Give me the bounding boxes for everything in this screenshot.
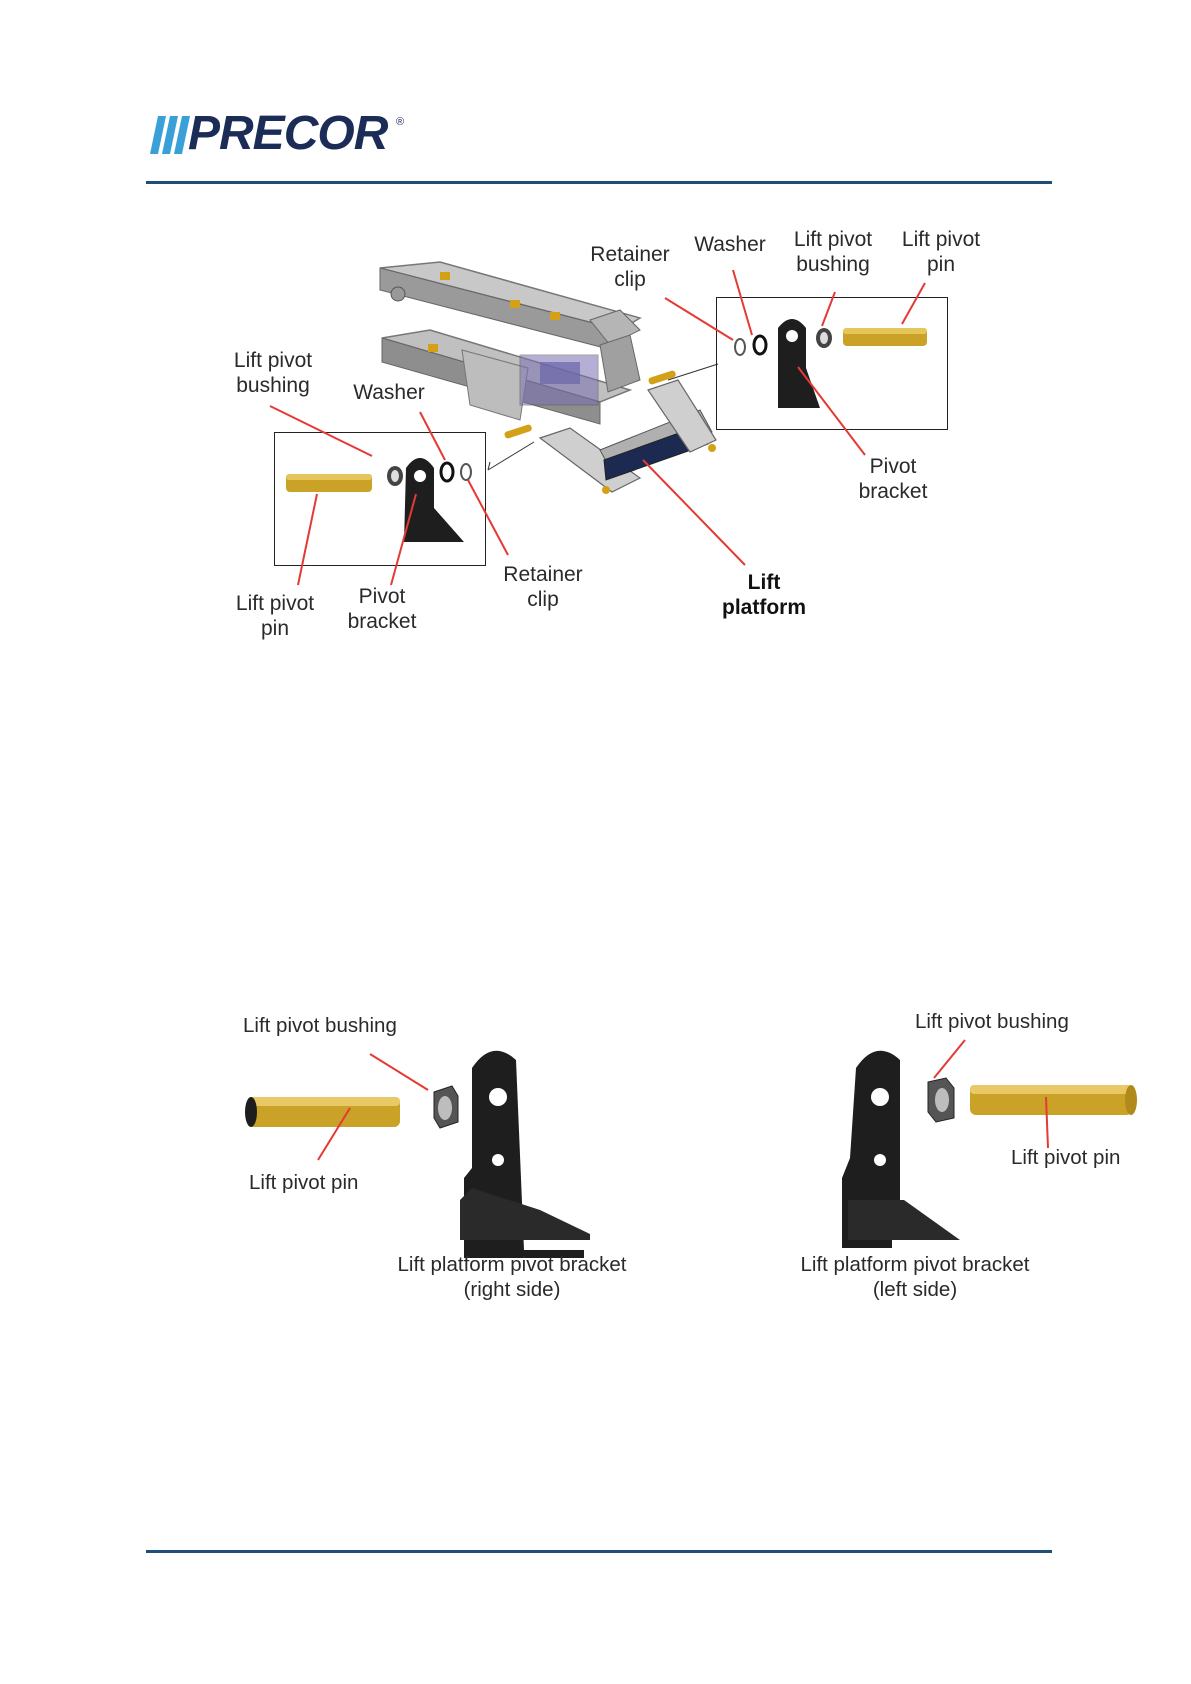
label-retainer-clip-left: Retainer clip	[503, 563, 583, 612]
header-rule	[146, 181, 1052, 184]
inset-left-parts	[286, 458, 472, 542]
label-fig2-left-bushing: Lift pivot bushing	[243, 1014, 397, 1037]
logo-stripes-icon	[150, 116, 190, 154]
caption-fig2-right-side: Lift platform pivot bracket (right side)	[397, 1253, 627, 1301]
bracket-sides-illustration	[245, 1039, 1137, 1258]
label-washer-left: Washer	[353, 381, 425, 404]
label-fig2-right-bushing: Lift pivot bushing	[915, 1010, 1069, 1033]
label-bushing-left: Lift pivot bushing	[233, 349, 313, 398]
caption-fig2-left-side: Lift platform pivot bracket (left side)	[800, 1253, 1030, 1301]
label-fig2-left-pin: Lift pivot pin	[249, 1171, 359, 1194]
label-bushing-right: Lift pivot bushing	[793, 228, 873, 277]
inset-right-parts	[734, 319, 927, 408]
treadmill-frame-illustration	[379, 261, 719, 494]
label-pin-right: Lift pivot pin	[901, 228, 981, 277]
label-fig2-right-pin: Lift pivot pin	[1011, 1146, 1121, 1169]
registered-mark: ®	[396, 116, 405, 128]
footer-rule	[146, 1550, 1052, 1553]
label-pivot-bracket-left: Pivot bracket	[347, 585, 417, 634]
callout-lines-figure1	[269, 269, 926, 586]
label-retainer-clip-right: Retainer clip	[590, 243, 670, 292]
label-pivot-bracket-right: Pivot bracket	[858, 455, 928, 504]
brand-logo: PRECOR ®	[148, 107, 418, 164]
label-washer-right: Washer	[694, 233, 766, 256]
label-lift-platform: Lift platform	[722, 571, 806, 620]
inset-box-left	[274, 432, 486, 566]
brand-wordmark: PRECOR	[188, 107, 388, 160]
label-pin-left: Lift pivot pin	[235, 592, 315, 641]
